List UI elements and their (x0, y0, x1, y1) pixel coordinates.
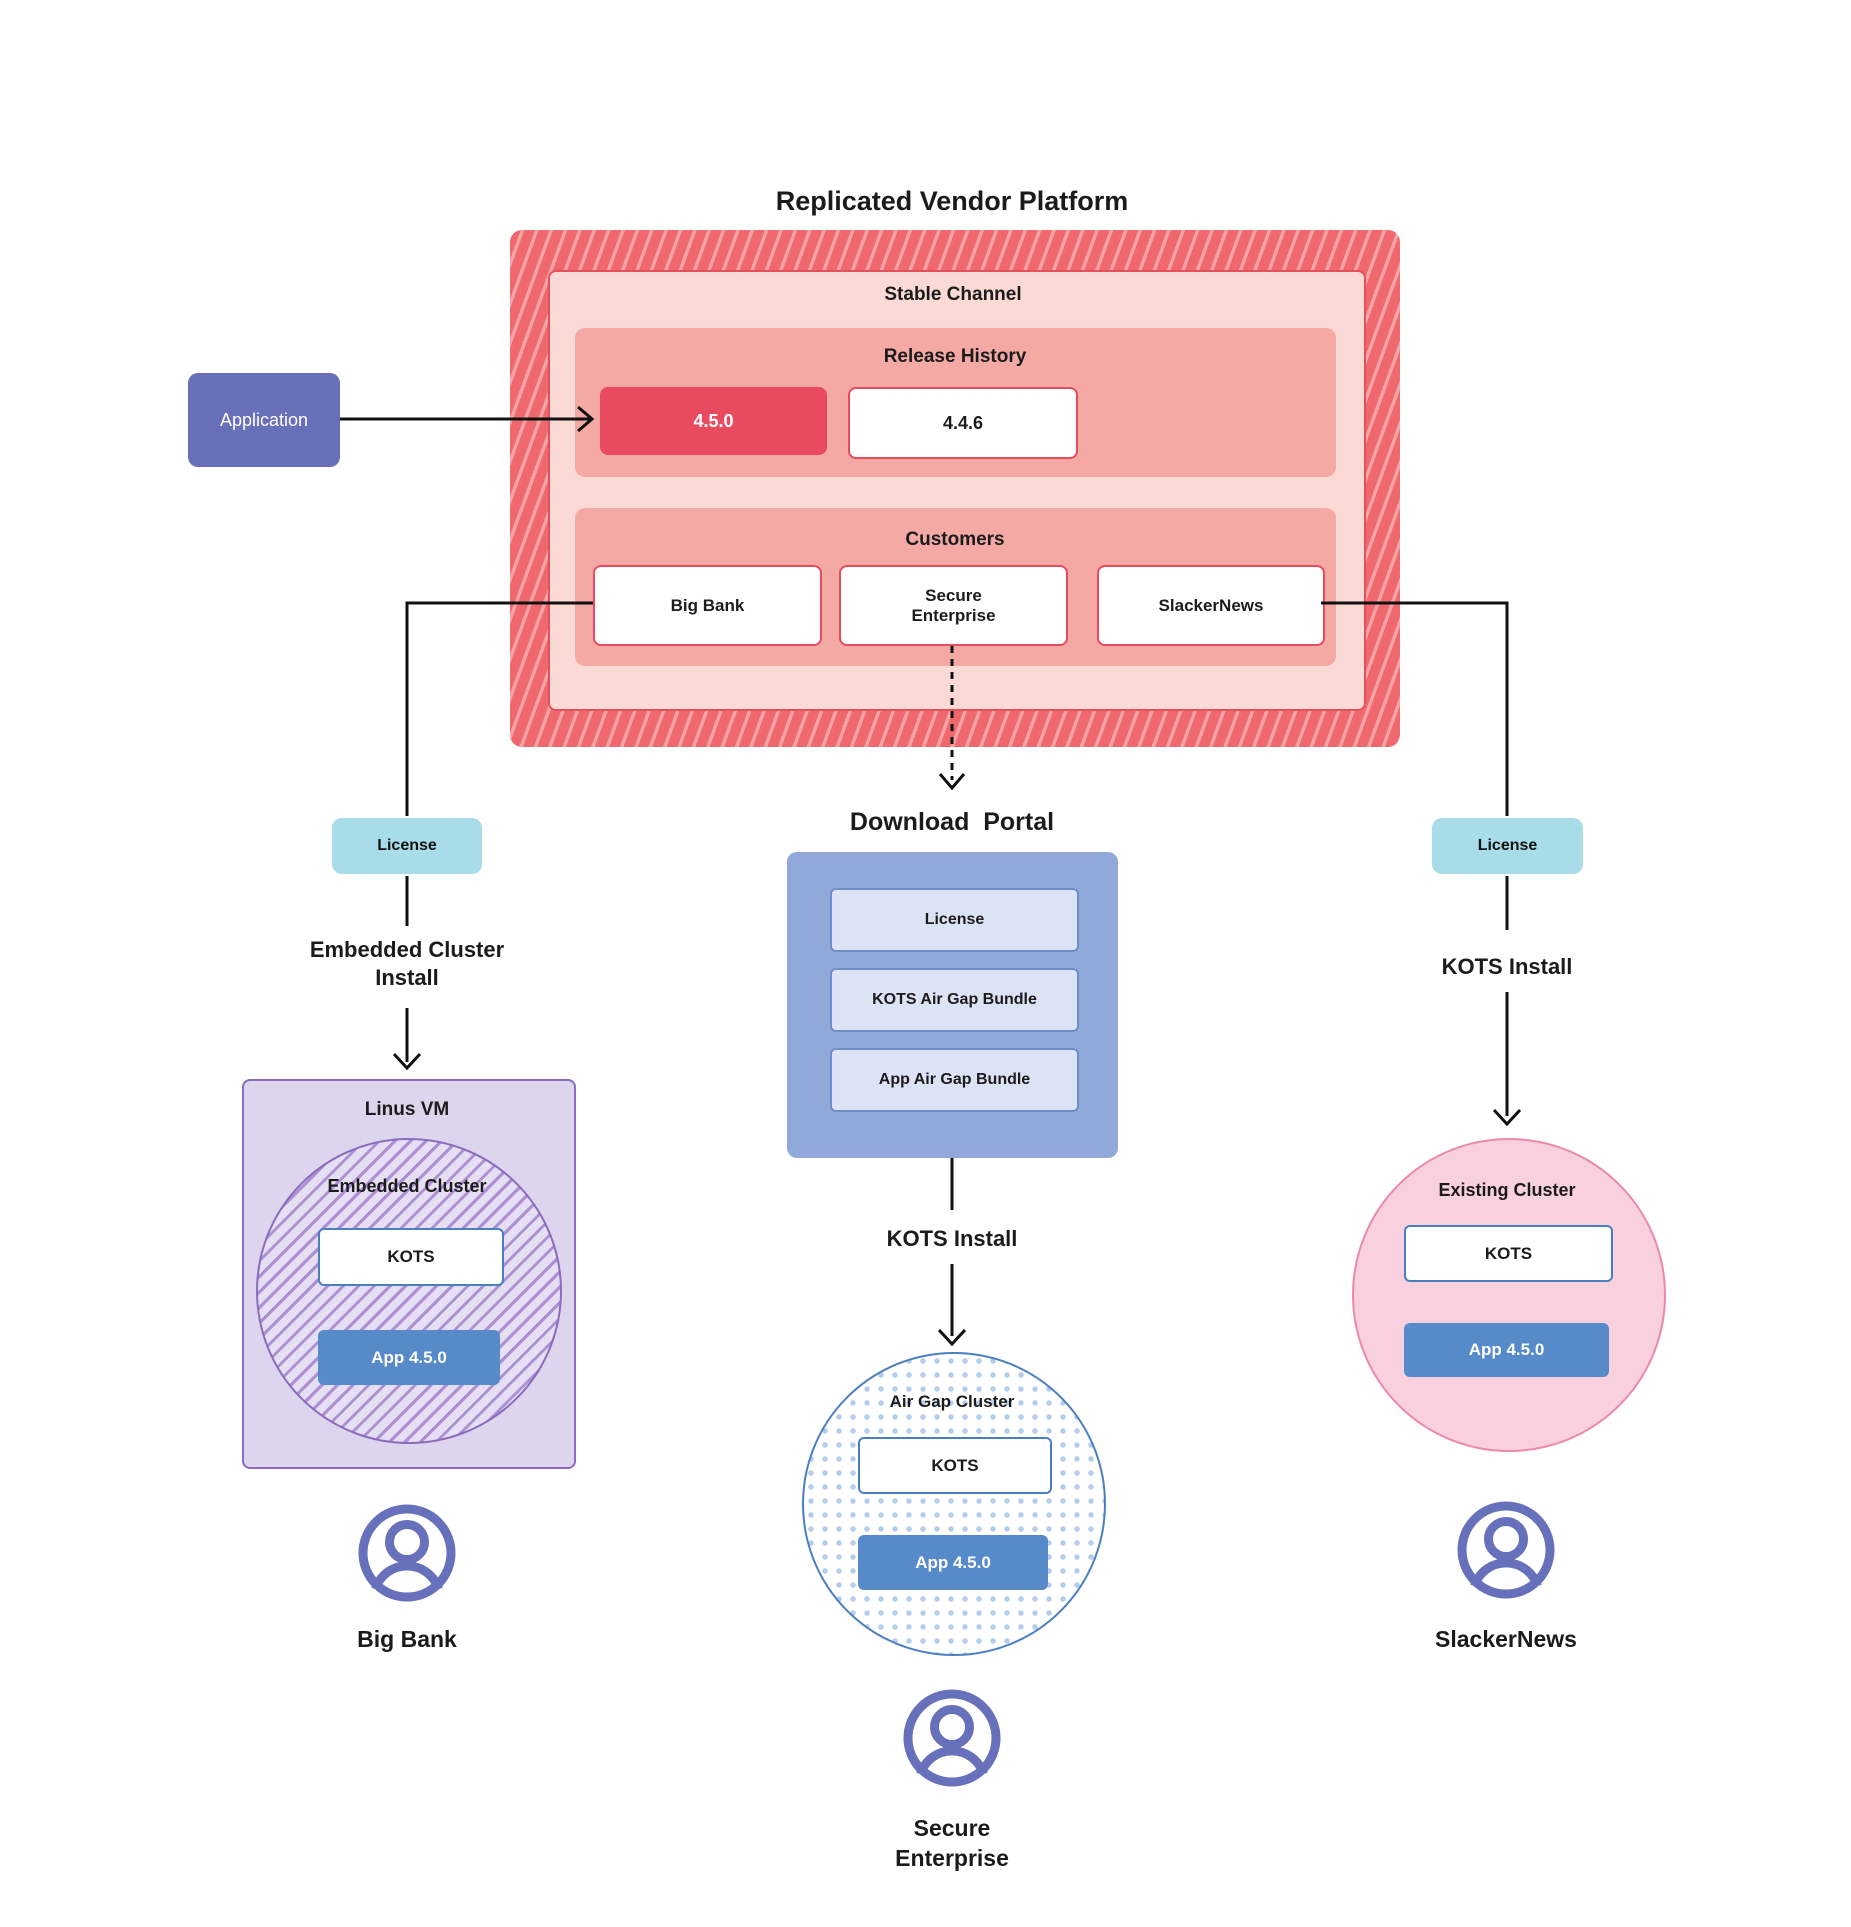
application-box: Application (188, 373, 340, 467)
linux-vm-label: Linus VM (364, 1099, 450, 1120)
kots-box-airgap: KOTS (858, 1437, 1052, 1494)
app-box-existing: App 4.5.0 (1404, 1323, 1609, 1377)
embedded-cluster-label: Embedded Cluster (327, 1176, 487, 1196)
kots-install-label-right: KOTS Install (1441, 954, 1573, 979)
download-portal-box: License KOTS Air Gap Bundle App Air Gap … (787, 852, 1118, 1158)
customer-secure-enterprise: Secure Enterprise (839, 565, 1068, 646)
embedded-cluster-circle (256, 1138, 562, 1444)
air-gap-cluster-label: Air Gap Cluster (889, 1392, 1015, 1411)
stable-channel-label: Stable Channel (884, 284, 1022, 305)
customer-big-bank: Big Bank (593, 565, 822, 646)
user-icon-secure-enterprise (903, 1689, 1001, 1787)
customers-label: Customers (905, 529, 1005, 550)
diagram-title: Replicated Vendor Platform (775, 186, 1129, 216)
existing-cluster-label: Existing Cluster (1438, 1180, 1576, 1200)
existing-cluster-circle (1352, 1138, 1666, 1452)
license-box-left: License (332, 818, 482, 874)
user-label-secure-enterprise: Secure Enterprise (895, 1815, 1009, 1871)
portal-item-license: License (830, 888, 1079, 952)
user-label-slackernews: SlackerNews (1435, 1626, 1577, 1652)
kots-install-label-middle: KOTS Install (886, 1226, 1018, 1251)
embedded-cluster-install-label: Embedded Cluster Install (309, 937, 505, 990)
app-box-airgap: App 4.5.0 (858, 1535, 1048, 1590)
release-history-label: Release History (883, 346, 1027, 367)
kots-box-embedded: KOTS (318, 1228, 504, 1286)
license-box-right: License (1432, 818, 1583, 874)
user-icon-slackernews (1457, 1501, 1555, 1599)
customer-slackernews: SlackerNews (1097, 565, 1325, 646)
user-label-big-bank: Big Bank (357, 1626, 457, 1652)
release-4-5-0: 4.5.0 (600, 387, 827, 455)
kots-box-existing: KOTS (1404, 1225, 1613, 1282)
portal-item-app-airgap-bundle: App Air Gap Bundle (830, 1048, 1079, 1112)
user-icon-big-bank (358, 1504, 456, 1602)
download-portal-label: Download Portal (849, 808, 1055, 836)
app-box-embedded: App 4.5.0 (318, 1330, 500, 1385)
air-gap-cluster-circle (802, 1352, 1106, 1656)
portal-item-kots-airgap-bundle: KOTS Air Gap Bundle (830, 968, 1079, 1032)
release-4-4-6: 4.4.6 (848, 387, 1078, 459)
